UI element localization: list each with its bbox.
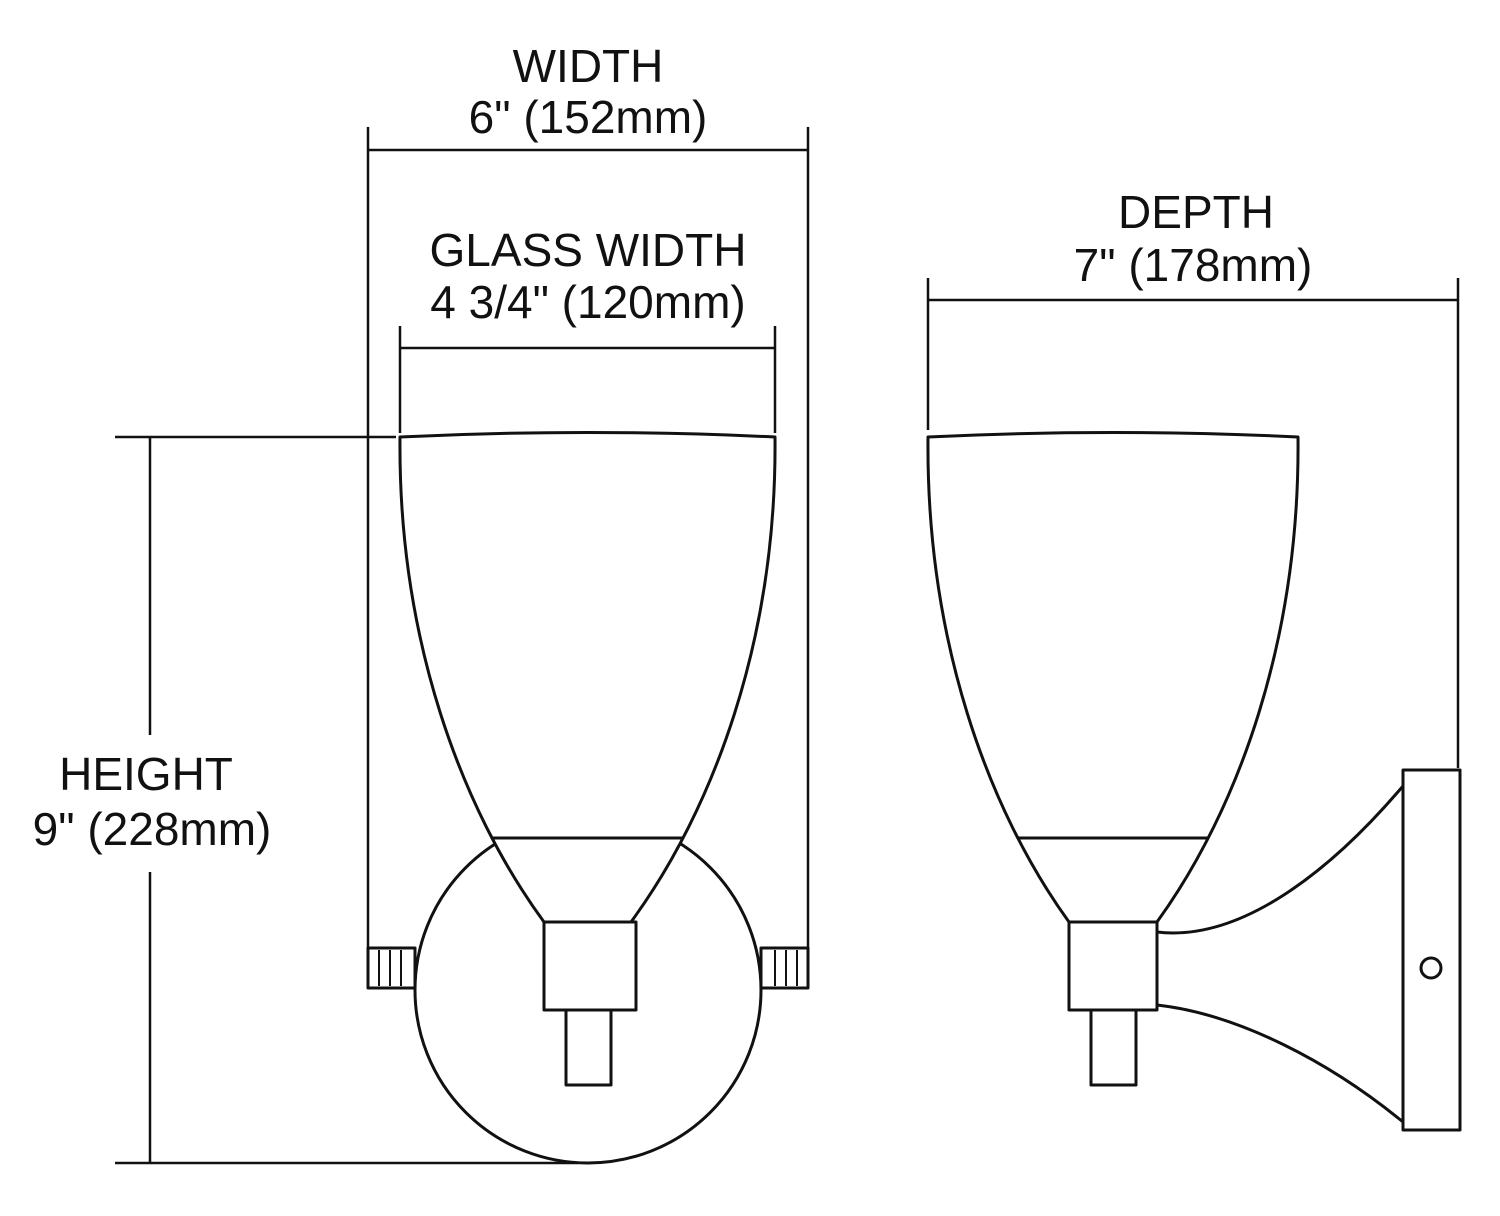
wall-plate <box>1401 768 1462 1132</box>
dim-height: HEIGHT 9" (228mm) <box>33 435 578 1165</box>
side-view <box>926 431 1462 1132</box>
arm-upper-curve <box>1156 785 1405 935</box>
height-label: HEIGHT <box>59 748 233 800</box>
socket-side <box>1067 920 1159 1012</box>
depth-label: DEPTH <box>1118 186 1274 238</box>
arm-lower-curve <box>1156 1003 1404 1124</box>
right-set-screw <box>759 946 810 990</box>
mounting-screw-hole <box>1419 956 1443 980</box>
stem-side <box>1089 1008 1138 1087</box>
front-view <box>366 431 810 1165</box>
height-value: 9" (228mm) <box>33 803 272 855</box>
glass-width-label: GLASS WIDTH <box>430 224 747 276</box>
dim-depth: DEPTH 7" (178mm) <box>926 186 1460 768</box>
depth-value: 7" (178mm) <box>1074 239 1313 291</box>
glass-shade-side <box>926 431 1300 924</box>
glass-shade-front <box>398 431 777 924</box>
dim-width: WIDTH 6" (152mm) <box>366 40 810 948</box>
socket-front <box>542 920 638 1012</box>
left-set-screw <box>366 946 417 990</box>
dim-glass-width: GLASS WIDTH 4 3/4" (120mm) <box>398 224 777 433</box>
width-value: 6" (152mm) <box>469 91 708 143</box>
width-label: WIDTH <box>513 40 664 92</box>
glass-width-value: 4 3/4" (120mm) <box>430 276 745 328</box>
stem-front <box>564 1008 613 1087</box>
